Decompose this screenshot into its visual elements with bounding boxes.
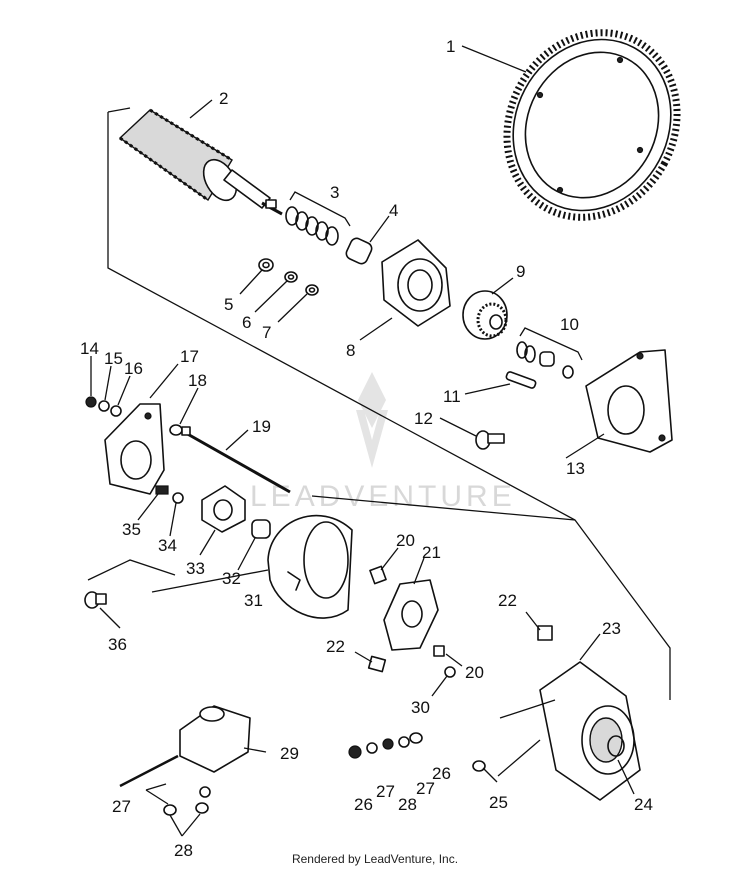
brush-holder-part-21[interactable] (383, 579, 439, 651)
screw-part-35[interactable] (155, 485, 169, 495)
callout-27c: 27 (112, 797, 131, 816)
armature-part-2[interactable] (118, 108, 283, 216)
nut-part-26[interactable] (348, 732, 423, 759)
screw-part-25[interactable] (472, 760, 486, 772)
pin-part-11[interactable] (505, 371, 537, 389)
callout-35: 35 (122, 520, 141, 539)
callout-labels: 1 2 3 4 5 6 7 8 9 10 11 12 13 14 15 16 1… (80, 37, 653, 860)
callout-23: 23 (602, 619, 621, 638)
callout-36: 36 (108, 635, 127, 654)
callout-27a: 27 (376, 782, 395, 801)
housing-part-23[interactable] (539, 661, 641, 801)
callout-5: 5 (224, 295, 233, 314)
callout-3: 3 (330, 183, 339, 202)
callout-28a: 28 (398, 795, 417, 814)
callout-22a: 22 (326, 637, 345, 656)
terminal-screw-part-30[interactable] (444, 666, 456, 678)
callout-8: 8 (346, 341, 355, 360)
callout-11: 11 (443, 387, 461, 406)
field-frame-part-31[interactable] (267, 514, 353, 619)
solenoid-part-29[interactable] (119, 705, 251, 788)
washer-part-7[interactable] (305, 284, 319, 296)
callout-12: 12 (414, 409, 433, 428)
callout-14: 14 (80, 339, 99, 358)
pinion-gear-part-9[interactable] (462, 290, 508, 340)
callout-30: 30 (411, 698, 430, 717)
leader-lines (90, 45, 635, 837)
washer-part-16[interactable] (110, 405, 122, 417)
washer-part-15[interactable] (98, 400, 110, 412)
callout-16: 16 (124, 359, 143, 378)
callout-17: 17 (180, 347, 199, 366)
washer-part-34[interactable] (172, 492, 184, 504)
washer-part-27[interactable] (199, 736, 410, 798)
end-cap-part-24[interactable] (607, 735, 625, 757)
washer-part-6[interactable] (284, 271, 298, 283)
callout-20b: 20 (465, 663, 484, 682)
bushing-part-32[interactable] (251, 519, 271, 539)
nut-part-14[interactable] (85, 396, 97, 408)
callout-10: 10 (560, 315, 579, 334)
footer-credit: Rendered by LeadVenture, Inc. (291, 852, 459, 866)
callout-32: 32 (222, 569, 241, 588)
nut-part-28[interactable] (163, 738, 394, 816)
callout-22b: 22 (498, 591, 517, 610)
callout-15: 15 (104, 349, 123, 368)
bearing-plate-part-33[interactable] (201, 485, 246, 533)
callout-7: 7 (262, 323, 271, 342)
callout-19: 19 (252, 417, 271, 436)
callout-26a: 26 (354, 795, 373, 814)
callout-29: 29 (280, 744, 299, 763)
washer-part-5[interactable] (258, 258, 274, 272)
brush-part-22[interactable] (367, 625, 553, 673)
callout-13: 13 (566, 459, 585, 478)
end-bracket-plate-part-17[interactable] (104, 403, 165, 495)
bolt-part-36[interactable] (84, 591, 107, 609)
callout-28b: 28 (174, 841, 193, 860)
collar-part-4[interactable] (344, 236, 373, 265)
washer-part-18[interactable] (169, 424, 183, 436)
bolt-part-12[interactable] (475, 430, 505, 450)
callout-33: 33 (186, 559, 205, 578)
callout-20a: 20 (396, 531, 415, 550)
drive-end-bracket-part-8[interactable] (381, 239, 451, 327)
ring-gear-part-1[interactable] (475, 3, 709, 248)
mounting-flange-part-13[interactable] (585, 349, 673, 453)
callout-24: 24 (634, 795, 653, 814)
callout-34: 34 (158, 536, 177, 555)
callout-2: 2 (219, 89, 228, 108)
callout-26b: 26 (432, 764, 451, 783)
callout-18: 18 (188, 371, 207, 390)
callout-27b: 27 (416, 779, 435, 798)
callout-31: 31 (244, 591, 263, 610)
callout-6: 6 (242, 313, 251, 332)
spring-stop-part-10[interactable] (516, 327, 583, 379)
brush-part-20[interactable] (369, 565, 445, 657)
assembly-frame-lines (87, 107, 671, 700)
callout-4: 4 (389, 201, 398, 220)
callout-21: 21 (422, 543, 441, 562)
watermark-text: LEADVENTURE (250, 480, 516, 513)
through-bolt-part-19[interactable] (181, 426, 291, 494)
callout-9: 9 (516, 262, 525, 281)
watermark: LEADVENTURE (250, 372, 516, 513)
callout-1: 1 (446, 37, 455, 56)
spring-part-3[interactable] (285, 191, 351, 246)
callout-25: 25 (489, 793, 508, 812)
